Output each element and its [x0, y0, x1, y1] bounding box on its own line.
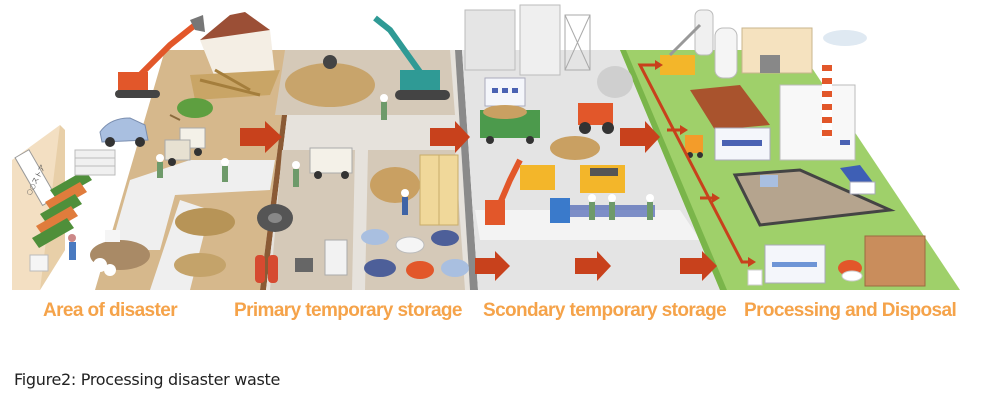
workers-disaster [68, 154, 229, 260]
damaged-car [99, 117, 149, 147]
storage-tanks [694, 9, 738, 79]
arrow-disaster-to-primary [240, 121, 282, 153]
arrow-secondary-to-processing [620, 121, 660, 153]
pickup-truck [309, 147, 353, 179]
arrow-secondary-to-processing-bottom [680, 251, 717, 281]
distribution-line [637, 63, 748, 264]
workers-primary [292, 94, 409, 215]
office-building-small [484, 77, 526, 107]
store-building: ○○ストア [12, 125, 92, 290]
sorting-conveyor [550, 194, 655, 223]
recycling-building [747, 244, 826, 286]
crusher-machine [485, 158, 625, 225]
tree-debris [169, 98, 213, 121]
scrapped-cars [361, 229, 469, 279]
stage-label-secondary-storage: Scondary temporary storage [483, 300, 727, 321]
tire-pile [257, 204, 293, 232]
debris-piles [90, 208, 235, 277]
mixed-debris-pile [285, 55, 375, 107]
stage-label-processing-disposal: Processing and Disposal [744, 300, 957, 321]
wheel-loader [578, 103, 614, 134]
plant-facility [464, 4, 591, 76]
light-truck [164, 127, 206, 166]
excavator-teal [373, 15, 450, 100]
material-piles [550, 66, 633, 160]
road [110, 160, 275, 250]
arrow-primary-bottom [475, 251, 510, 281]
flow-arrows [240, 60, 756, 281]
crane-truck [660, 23, 702, 75]
disaster-waste-illustration: ○○ストア [12, 4, 960, 290]
stage-label-area-of-disaster: Area of disaster [43, 300, 178, 321]
green-dump-truck [480, 105, 540, 144]
landfill-site [732, 168, 896, 227]
collapsed-house [190, 12, 280, 100]
arrow-secondary-bottom [575, 251, 611, 281]
warehouse-beige [741, 27, 813, 74]
awning [32, 170, 92, 248]
brown-roof-factory [690, 85, 771, 161]
block-wall [74, 149, 116, 176]
incineration-plant [779, 30, 867, 161]
appliances [255, 239, 348, 283]
stage-label-primary-storage: Primary temporary storage [234, 300, 462, 321]
figure-caption: Figure2: Processing disaster waste [14, 370, 281, 389]
car-recycling-plant [838, 235, 926, 287]
arrow-primary-to-secondary [430, 121, 470, 153]
blue-roof-building [840, 165, 876, 195]
excavator-orange [115, 15, 205, 98]
